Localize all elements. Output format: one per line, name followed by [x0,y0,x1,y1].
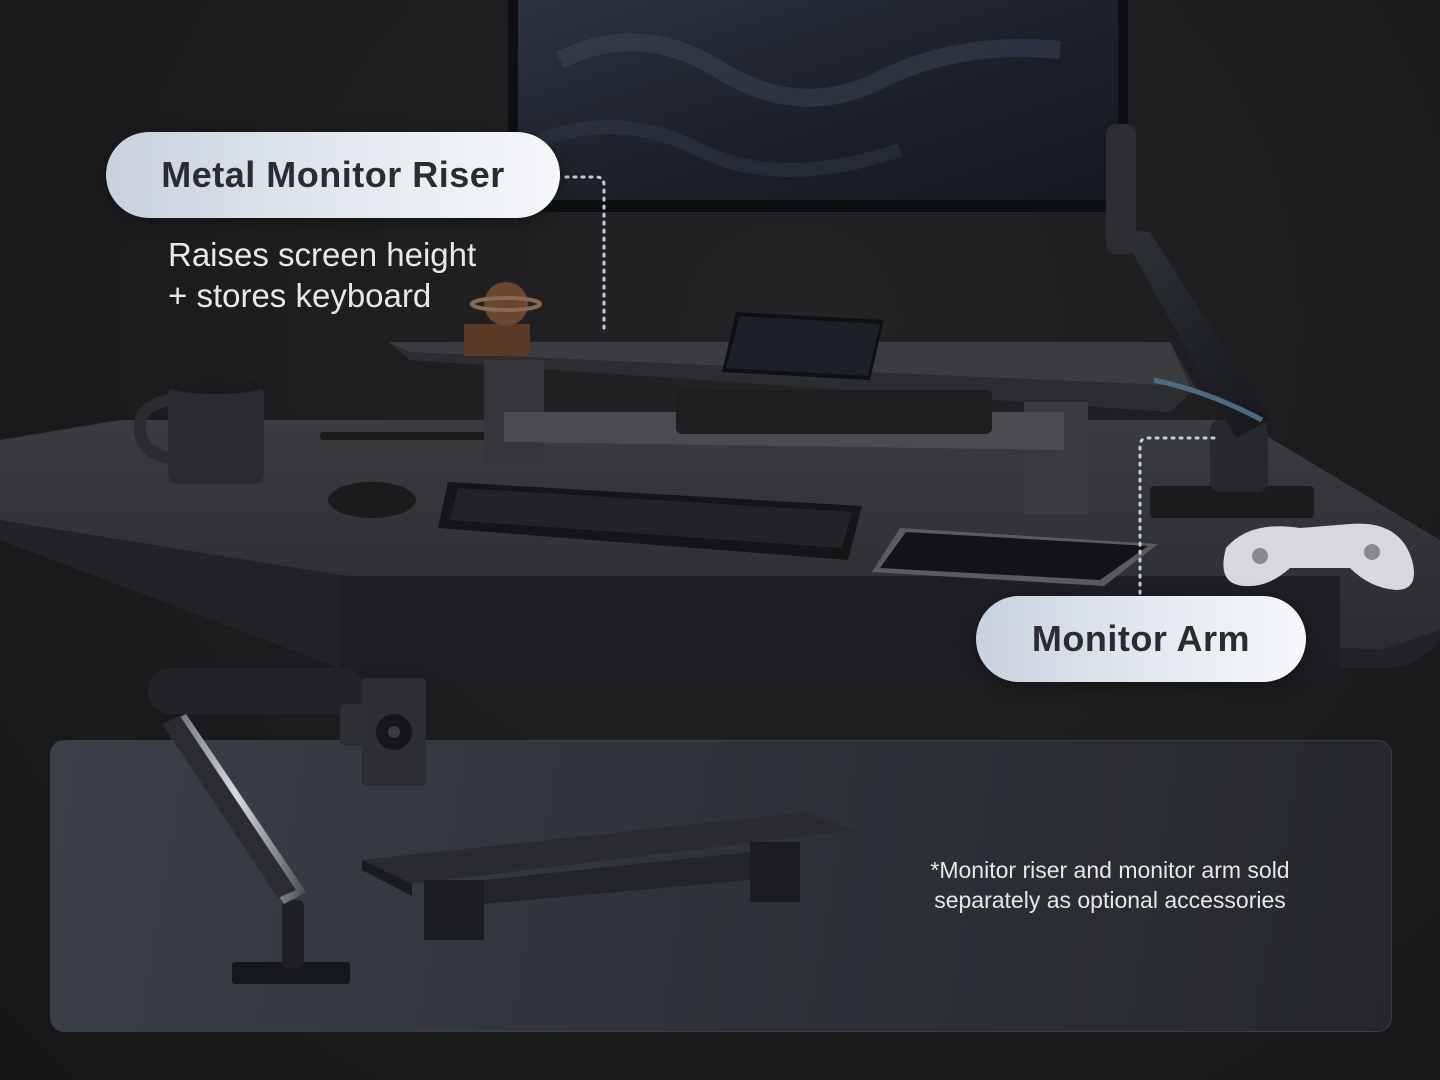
accessories-disclaimer: *Monitor riser and monitor arm sold sepa… [860,855,1360,915]
standalone-monitor-riser-image [362,812,856,940]
riser-description-line-2: + stores keyboard [168,277,432,314]
riser-callout-pill: Metal Monitor Riser [106,132,560,218]
mouse [328,482,416,518]
disclaimer-line-1: *Monitor riser and monitor arm sold [930,857,1290,883]
phone [722,312,884,380]
keyboard [438,482,862,560]
disclaimer-line-2: separately as optional accessories [934,887,1286,913]
monitor [508,0,1128,212]
riser-description-line-1: Raises screen height [168,236,477,273]
globe-ornament [464,282,542,356]
standalone-monitor-arm-image [148,668,426,984]
arm-leader-line [1138,436,1216,598]
tablet [872,528,1158,586]
riser-leader-line [564,175,606,336]
monitor-arm-on-desk [1106,124,1314,518]
mug [133,378,264,484]
riser-description: Raises screen height + stores keyboard [168,234,588,316]
arm-callout-pill: Monitor Arm [976,596,1306,682]
game-controller [1223,523,1414,590]
keyboard-on-shelf [676,390,992,434]
